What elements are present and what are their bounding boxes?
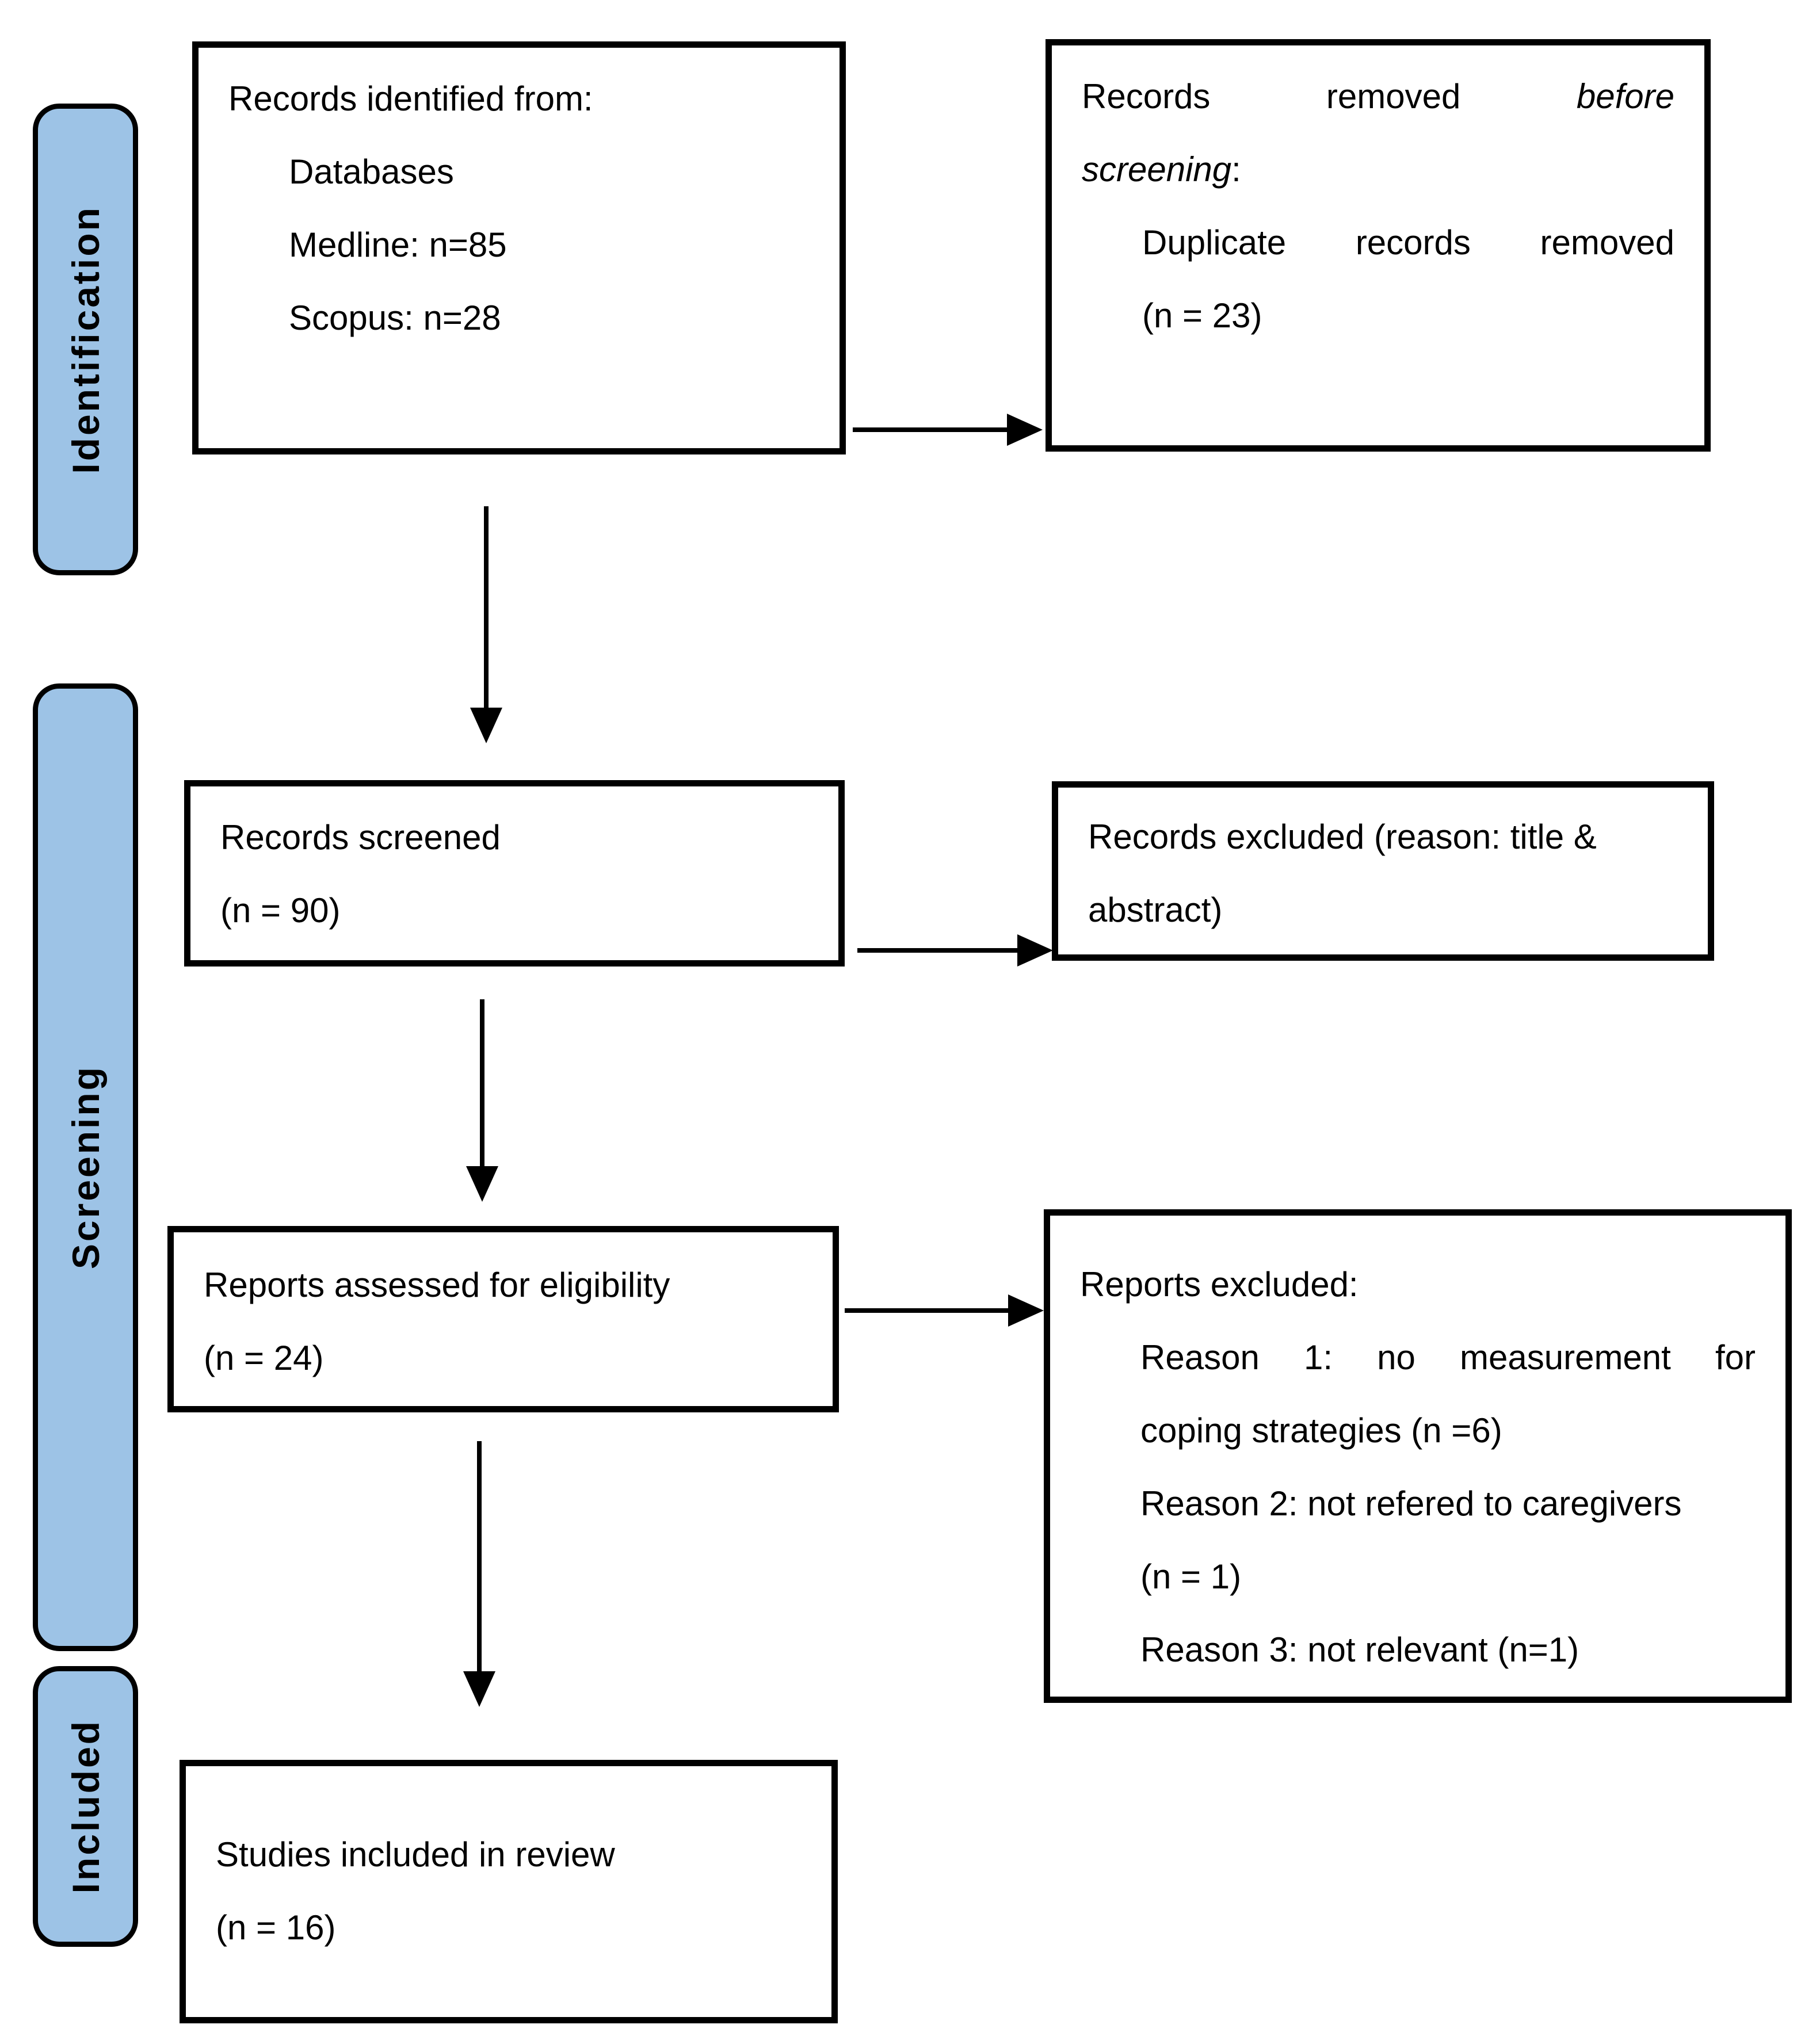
- box-records-identified: Records identified from: Databases Medli…: [192, 41, 846, 454]
- studies-included-count: (n = 16): [216, 1908, 336, 1947]
- stage-label-identification-text: Identification: [64, 205, 107, 474]
- arrow-head-down-icon: [470, 708, 502, 743]
- box-reports-assessed: Reports assessed for eligibility (n = 24…: [167, 1226, 839, 1412]
- records-removed-duplicates-line: Duplicate records removed: [1142, 223, 1674, 262]
- box-reports-excluded: Reports excluded: Reason 1: no measureme…: [1044, 1209, 1792, 1703]
- box-studies-included: Studies included in review (n = 16): [180, 1760, 838, 2023]
- records-screened-count: (n = 90): [220, 891, 341, 930]
- reports-assessed-count: (n = 24): [204, 1339, 324, 1377]
- reports-excluded-title: Reports excluded:: [1080, 1265, 1359, 1304]
- stage-label-included-text: Included: [64, 1719, 107, 1894]
- arrow-shaft: [857, 948, 1020, 953]
- records-removed-title-line1: Records removed before: [1082, 60, 1674, 133]
- records-removed-title-normal: Records removed: [1082, 77, 1461, 116]
- records-identified-item-medline: Medline: n=85: [289, 226, 507, 264]
- stage-label-screening-text: Screening: [64, 1065, 107, 1270]
- arrow-shaft: [845, 1308, 1010, 1313]
- arrow-head-right-icon: [1008, 1294, 1044, 1327]
- reports-excluded-reason1-line2: coping strategies (n =6): [1140, 1411, 1502, 1450]
- records-identified-item-scopus: Scopus: n=28: [289, 299, 501, 337]
- arrow-head-right-icon: [1007, 414, 1043, 446]
- records-excluded-line2: abstract): [1088, 891, 1223, 929]
- box-records-screened: Records screened (n = 90): [184, 780, 845, 967]
- records-identified-item-databases: Databases: [289, 152, 454, 191]
- records-removed-colon: :: [1231, 150, 1241, 189]
- records-identified-title: Records identified from:: [228, 79, 593, 118]
- box-records-excluded: Records excluded (reason: title & abstra…: [1052, 781, 1714, 961]
- arrow-head-right-icon: [1017, 934, 1053, 967]
- reports-assessed-label: Reports assessed for eligibility: [204, 1266, 670, 1304]
- reports-excluded-reason2-line1: Reason 2: not refered to caregivers: [1140, 1484, 1682, 1523]
- records-removed-count: (n = 23): [1142, 296, 1262, 335]
- records-screened-label: Records screened: [220, 818, 501, 857]
- records-removed-screening-italic: screening: [1082, 150, 1232, 189]
- arrow-shaft: [480, 999, 484, 1167]
- arrow-shaft: [477, 1441, 482, 1672]
- reports-excluded-reason3: Reason 3: not relevant (n=1): [1140, 1630, 1579, 1669]
- studies-included-label: Studies included in review: [216, 1835, 615, 1874]
- stage-label-screening: Screening: [33, 683, 138, 1651]
- box-records-removed: Records removed before screening: Duplic…: [1046, 39, 1711, 452]
- arrow-head-down-icon: [463, 1671, 495, 1707]
- reports-excluded-reason1-line1: Reason 1: no measurement for: [1140, 1338, 1756, 1377]
- records-removed-title-line2: screening:: [1082, 133, 1674, 206]
- arrow-shaft: [484, 506, 489, 709]
- records-excluded-line1: Records excluded (reason: title &: [1088, 818, 1597, 856]
- records-removed-title-italic: before: [1576, 77, 1674, 116]
- arrow-shaft: [853, 427, 1009, 432]
- reports-excluded-reason2-line2: (n = 1): [1140, 1557, 1242, 1596]
- stage-label-included: Included: [33, 1666, 138, 1947]
- arrow-head-down-icon: [466, 1166, 498, 1202]
- stage-label-identification: Identification: [33, 104, 138, 575]
